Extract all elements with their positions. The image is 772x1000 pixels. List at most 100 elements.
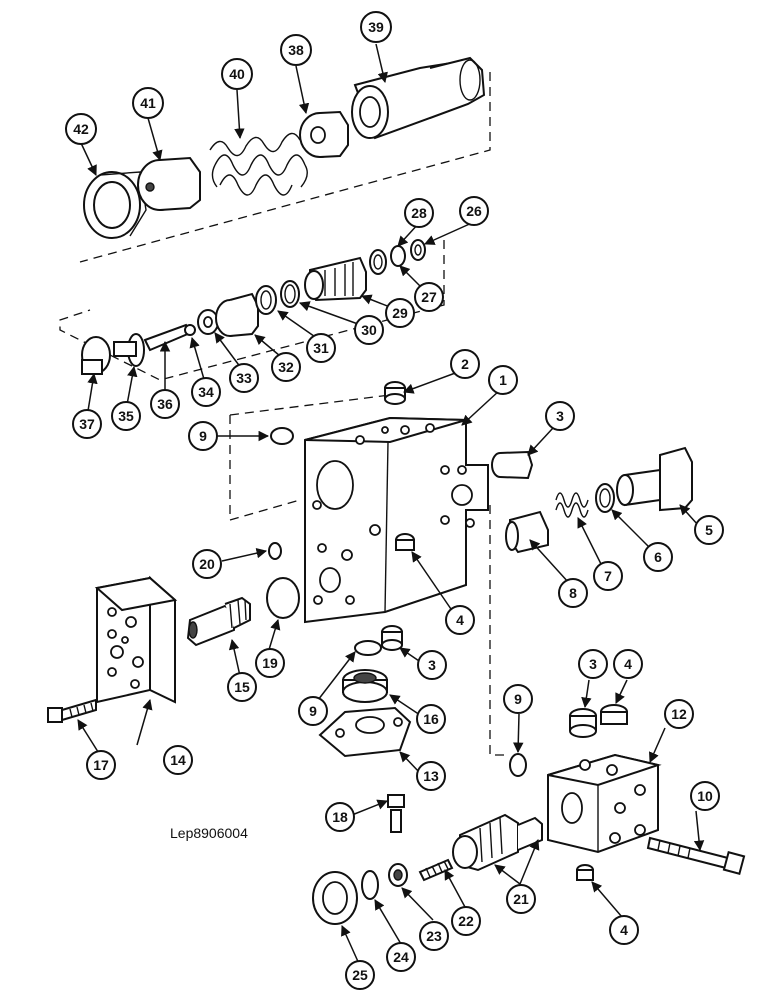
svg-text:24: 24	[393, 949, 409, 965]
callout-24: 24	[386, 942, 416, 972]
callout-36: 36	[150, 389, 180, 419]
drawing-reference: Lep8906004	[170, 825, 248, 841]
callout-23: 23	[419, 921, 449, 951]
part-14-side-block	[94, 575, 178, 704]
callout-40: 40	[221, 58, 253, 90]
svg-text:41: 41	[140, 95, 156, 111]
svg-text:13: 13	[423, 768, 439, 784]
svg-text:30: 30	[361, 322, 377, 338]
svg-text:9: 9	[199, 428, 207, 444]
svg-text:2: 2	[461, 356, 469, 372]
svg-text:8: 8	[569, 585, 577, 601]
callout-3-upper: 3	[545, 401, 575, 431]
part-3-plug-lower	[381, 625, 403, 651]
svg-text:25: 25	[352, 967, 368, 983]
callout-29: 29	[385, 298, 415, 328]
part-13-flange-plate	[318, 706, 412, 758]
callout-21: 21	[506, 884, 536, 914]
part-26-washer	[410, 239, 426, 261]
callout-28: 28	[404, 198, 434, 228]
svg-text:29: 29	[392, 305, 408, 321]
svg-text:22: 22	[458, 913, 474, 929]
svg-text:37: 37	[79, 416, 95, 432]
callout-9-lower: 9	[503, 684, 533, 714]
svg-text:19: 19	[262, 655, 278, 671]
part-35-ring	[113, 333, 145, 367]
callout-22: 22	[451, 906, 481, 936]
callout-18: 18	[325, 802, 355, 832]
svg-text:28: 28	[411, 205, 427, 221]
callout-6: 6	[643, 542, 673, 572]
svg-text:4: 4	[620, 922, 628, 938]
part-16-flange	[342, 669, 388, 703]
part-34-ball	[184, 324, 196, 336]
svg-text:16: 16	[423, 711, 439, 727]
callout-31: 31	[306, 333, 336, 363]
callout-34: 34	[191, 377, 221, 407]
part-9-oring-middle	[354, 640, 382, 656]
svg-text:4: 4	[456, 612, 464, 628]
callout-39: 39	[360, 11, 392, 43]
callout-4-right: 4	[613, 649, 643, 679]
callout-9-middle: 9	[298, 696, 328, 726]
assembly-guide-lines	[59, 72, 505, 756]
callout-5: 5	[694, 515, 724, 545]
part-1-valve-block	[304, 416, 489, 624]
callout-32: 32	[271, 352, 301, 382]
callout-30: 30	[354, 315, 384, 345]
svg-text:23: 23	[426, 928, 442, 944]
part-3-plug-right	[569, 708, 597, 738]
callout-3-lower: 3	[417, 650, 447, 680]
part-4-plug-upper	[395, 533, 415, 551]
part-27-oring	[390, 245, 406, 267]
svg-text:17: 17	[93, 757, 109, 773]
part-21-cartridge	[452, 813, 543, 872]
callout-38: 38	[280, 34, 312, 66]
callout-7: 7	[593, 561, 623, 591]
callout-3-right: 3	[578, 649, 608, 679]
svg-text:14: 14	[170, 752, 186, 768]
callout-2: 2	[450, 349, 480, 379]
part-17-bolt	[47, 698, 97, 723]
part-15-cartridge	[186, 596, 251, 647]
svg-text:7: 7	[604, 568, 612, 584]
svg-text:27: 27	[421, 289, 437, 305]
callout-33: 33	[229, 363, 259, 393]
svg-text:40: 40	[229, 66, 245, 82]
part-9-oring-upper	[270, 427, 294, 445]
svg-text:32: 32	[278, 359, 294, 375]
callout-13: 13	[416, 761, 446, 791]
part-31-oring	[255, 285, 277, 315]
callout-27: 27	[414, 282, 444, 312]
callout-20: 20	[192, 549, 222, 579]
svg-text:9: 9	[309, 703, 317, 719]
callout-4-upper: 4	[445, 605, 475, 635]
part-30-oring	[280, 280, 300, 308]
part-2-plug	[384, 381, 406, 405]
svg-text:42: 42	[73, 121, 89, 137]
svg-text:12: 12	[671, 706, 687, 722]
part-37-poppet	[81, 336, 111, 375]
part-42-nut	[83, 171, 147, 239]
svg-text:21: 21	[513, 891, 529, 907]
svg-text:36: 36	[157, 396, 173, 412]
callout-35: 35	[111, 401, 141, 431]
svg-text:9: 9	[514, 691, 522, 707]
callout-14: 14	[163, 745, 193, 775]
callout-16: 16	[416, 704, 446, 734]
part-3-plug-side	[491, 450, 534, 480]
part-5-fitting	[616, 446, 693, 512]
callout-25: 25	[345, 960, 375, 990]
part-4-plug-bottom	[576, 864, 594, 881]
part-41-plug	[137, 156, 201, 211]
part-7-spring	[555, 492, 589, 518]
callout-42: 42	[65, 113, 97, 145]
callout-1: 1	[488, 365, 518, 395]
svg-text:3: 3	[428, 657, 436, 673]
part-33-washer	[197, 309, 219, 335]
callout-17: 17	[86, 750, 116, 780]
callout-15: 15	[227, 672, 257, 702]
part-23-nut	[388, 863, 408, 887]
svg-text:5: 5	[705, 522, 713, 538]
